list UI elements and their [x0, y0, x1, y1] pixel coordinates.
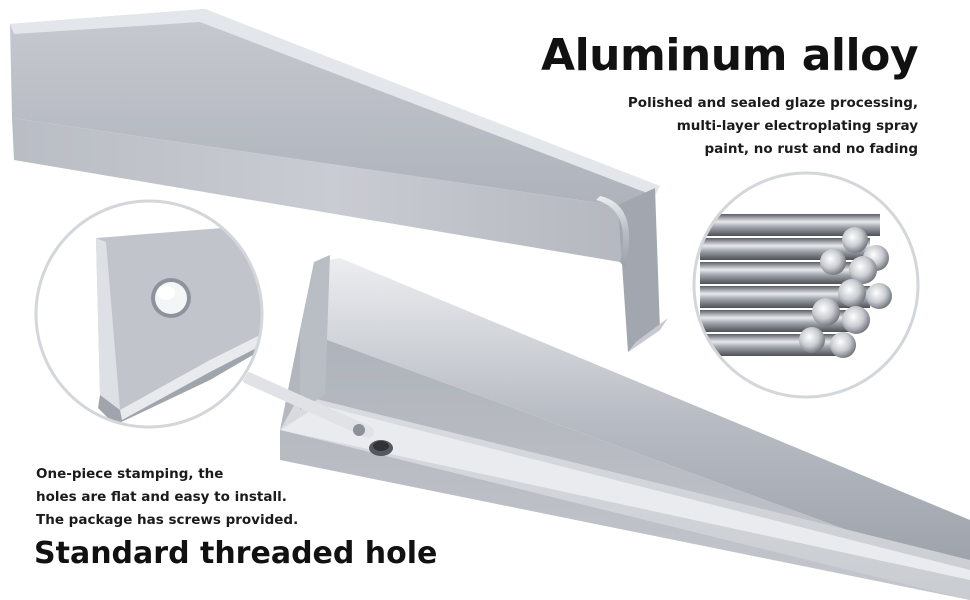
upper-handle-profile: [10, 9, 668, 352]
lower-handle-profile: [280, 255, 970, 600]
callout-dot: [353, 424, 365, 436]
feature-title: Standard threaded hole: [34, 536, 438, 571]
install-description: One-piece stamping, the holes are flat a…: [36, 463, 298, 532]
install-description-line: holes are flat and easy to install.: [36, 489, 287, 505]
finish-description-line: Polished and sealed glaze processing,: [627, 95, 918, 111]
finish-description-line: paint, no rust and no fading: [704, 141, 918, 157]
aluminum-rods-zoom-icon: [692, 171, 920, 399]
callout-connector: [242, 372, 374, 438]
headline-aluminum-alloy: Aluminum alloy: [541, 30, 918, 81]
install-description-line: The package has screws provided.: [36, 512, 299, 528]
install-description-line: One-piece stamping, the: [36, 466, 224, 482]
finish-description: Polished and sealed glaze processing, mu…: [558, 92, 918, 161]
finish-description-line: multi-layer electroplating spray: [676, 118, 918, 134]
threaded-hole-zoom-icon: [34, 199, 264, 429]
